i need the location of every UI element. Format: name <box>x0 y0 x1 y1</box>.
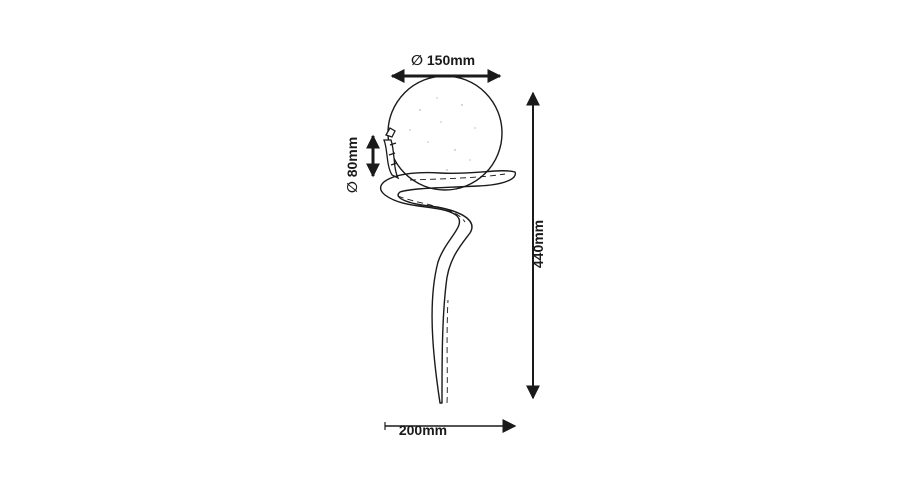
globe-diameter-label: ∅ 150mm <box>411 52 476 68</box>
spiral-ribbon <box>379 170 516 404</box>
base-diameter-label: ∅ 80mm <box>344 136 360 194</box>
height-label: 440mm <box>530 219 546 269</box>
bulb-holder <box>383 127 400 180</box>
width-label: 200mm <box>398 422 448 438</box>
